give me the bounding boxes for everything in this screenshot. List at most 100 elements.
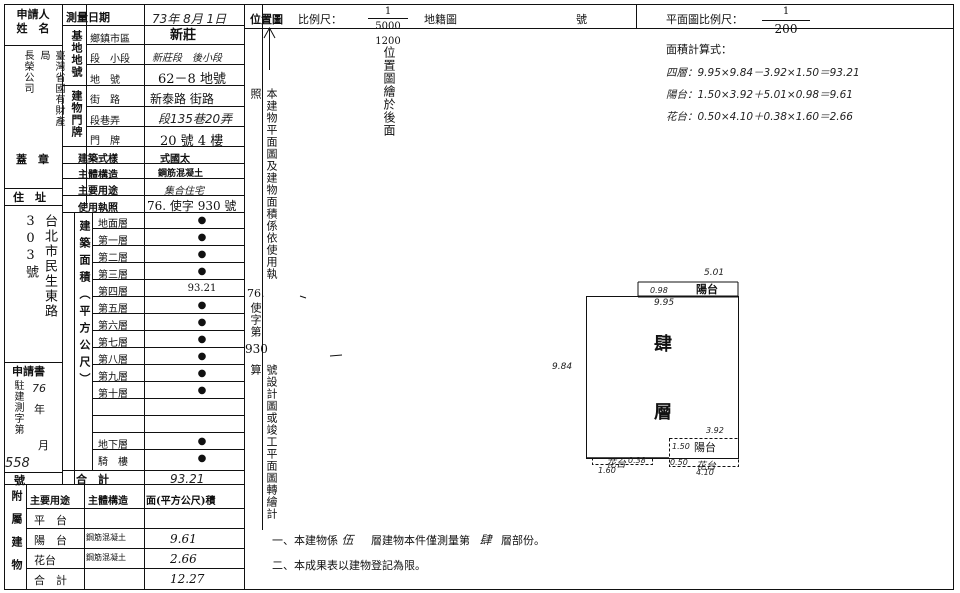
section-label: 段 小段: [90, 54, 130, 65]
attached-col-structure: 主體構造: [88, 496, 128, 507]
balcony-label: 陽台: [696, 283, 718, 296]
floor-name: 第八層: [98, 355, 128, 366]
floor-row: 第七層●: [92, 332, 244, 349]
floor-value: ●: [197, 266, 207, 277]
style-value: 式國太: [160, 154, 190, 165]
lot-value: 62－8 地號: [158, 72, 226, 87]
location-map-label: 位置圖: [250, 13, 283, 26]
floor-row: 第八層●: [92, 349, 244, 366]
floor-label-1: 肆: [654, 334, 672, 355]
floor-value: 93.21: [187, 283, 217, 294]
application-year-label: 年: [34, 403, 45, 416]
application-year: 76: [32, 382, 46, 395]
floor-plan: [299, 281, 739, 467]
floor-value: ●: [197, 385, 207, 396]
location-scale-den: 5000: [375, 21, 401, 32]
formula-line: 花台：0.50×4.10＋0.38×1.60＝2.66: [666, 111, 853, 123]
floor-row: 地面層 ●: [92, 213, 244, 230]
vertical-note-part2: 使字第: [249, 302, 262, 338]
survey-date-value: 73年 8月 1日: [152, 12, 227, 26]
floor-value: ●: [197, 249, 207, 260]
floor-name: 地面層: [98, 219, 128, 230]
applicant-name-line2: 長榮公司: [22, 50, 33, 94]
attached-use: 陽 台: [34, 534, 67, 547]
floor-row: 第四層 93.21: [92, 281, 244, 298]
planter-label: 花台: [696, 461, 716, 472]
attached-col-use: 主要用途: [30, 496, 70, 507]
floor-name: 騎 樓: [98, 457, 128, 468]
permit-label: 使用執照: [78, 203, 118, 214]
structure-value: 鋼筋混凝土: [158, 169, 204, 179]
floor-name: 第五層: [98, 304, 128, 315]
area-total-value: 93.21: [170, 472, 205, 486]
applicant-label: 申請人姓 名: [16, 8, 50, 35]
application-number: 558: [5, 456, 30, 471]
floor-name: 第三層: [98, 270, 128, 281]
floor-value: ●: [197, 215, 207, 226]
floor-value: ●: [197, 317, 207, 328]
planter2-label: 花台: [606, 459, 626, 470]
application-number-label: 號: [14, 474, 25, 487]
floor-value: ●: [197, 300, 207, 311]
attached-structure: 鋼筋混凝土: [86, 553, 126, 562]
vertical-note: 本建物平面圖及建物面積係依使用執照 76. 使字第 930 號設計圖或竣工平面圖…: [245, 88, 278, 524]
dim-bottom-balc: 3.92: [706, 426, 724, 435]
attached-label: 附屬建物: [10, 490, 23, 582]
location-scale-alt: 1200: [375, 36, 401, 47]
area-group-label: 建築面積（平方公尺）: [78, 220, 91, 390]
note-1-prefix: 一、本建物係: [272, 534, 338, 547]
attached-row: 平 台: [26, 508, 244, 528]
note-1: 一、本建物係 伍 層建物本件僅測量第 肆 層部份。: [272, 534, 545, 546]
base-lot-label: 基地地號: [70, 30, 83, 78]
floor-value: ●: [197, 334, 207, 345]
use-label: 主要用途: [78, 186, 118, 197]
attached-area: 2.66: [170, 552, 197, 566]
location-scale-label: 比例尺：: [298, 13, 342, 26]
floor-row: 第九層●: [92, 366, 244, 383]
floor-name: 第一層: [98, 236, 128, 247]
vertical-note-part1: 本建物平面圖及建物面積係依使用執照: [249, 88, 278, 280]
street-label: 街 路: [90, 95, 120, 106]
floor-name: 第四層: [98, 287, 128, 298]
dim-left-small: 0.98: [650, 286, 668, 295]
formula-line: 四層：9.95×9.84－3.92×1.50＝93.21: [666, 67, 860, 79]
planter-width: 4.10: [696, 468, 714, 477]
attached-area: 9.61: [170, 532, 197, 546]
use-value: 集合住宅: [164, 186, 204, 197]
plan-scale-label: 平面圖比例尺：: [666, 13, 743, 26]
note-1-suffix: 層部份。: [501, 534, 546, 547]
planter-dim: 0.50: [670, 458, 688, 467]
floor-name: 第二層: [98, 253, 128, 264]
floor-row: [92, 400, 244, 417]
formula-label: 面積計算式：: [666, 43, 732, 56]
floor-value: ●: [197, 368, 207, 379]
floor-name: 地下層: [98, 440, 128, 451]
door-no-value: 20 號 4 樓: [160, 134, 224, 149]
vertical-note-year: 76.: [247, 287, 265, 300]
floor-row: 騎 樓●: [92, 451, 244, 468]
bottom-balcony-label: 陽台: [694, 441, 716, 454]
vertical-note-part3: 號設計圖或竣工平面圖轉繪計算: [249, 364, 278, 520]
vertical-note-permit-no: 930: [245, 342, 268, 356]
attached-use: 平 台: [34, 514, 67, 527]
floor-row: 地下層●: [92, 434, 244, 451]
section-value: 新莊段 後小段: [152, 53, 222, 64]
dim-width: 9.95: [654, 298, 675, 308]
floor-row: 第一層 ●: [92, 230, 244, 247]
note-2: 二、本成果表以建物登記為限。: [272, 559, 426, 572]
lane-value: 段135巷20弄: [158, 112, 233, 126]
attached-structure: 鋼筋混凝土: [86, 533, 126, 542]
survey-date-label: 測量日期: [66, 11, 110, 24]
street-value: 新泰路 街路: [150, 92, 214, 106]
attached-col-area: 面(平方公尺)積: [146, 496, 216, 507]
address-value: 台北市民生東路303號: [23, 214, 57, 319]
attached-area: 12.27: [170, 572, 205, 586]
door-no-label: 門 牌: [90, 136, 120, 147]
application-label: 申請書: [12, 365, 45, 378]
township-label: 鄉鎮市區: [90, 34, 130, 45]
note-1-floor: 肆: [479, 533, 492, 547]
floor-value: ●: [197, 232, 207, 243]
